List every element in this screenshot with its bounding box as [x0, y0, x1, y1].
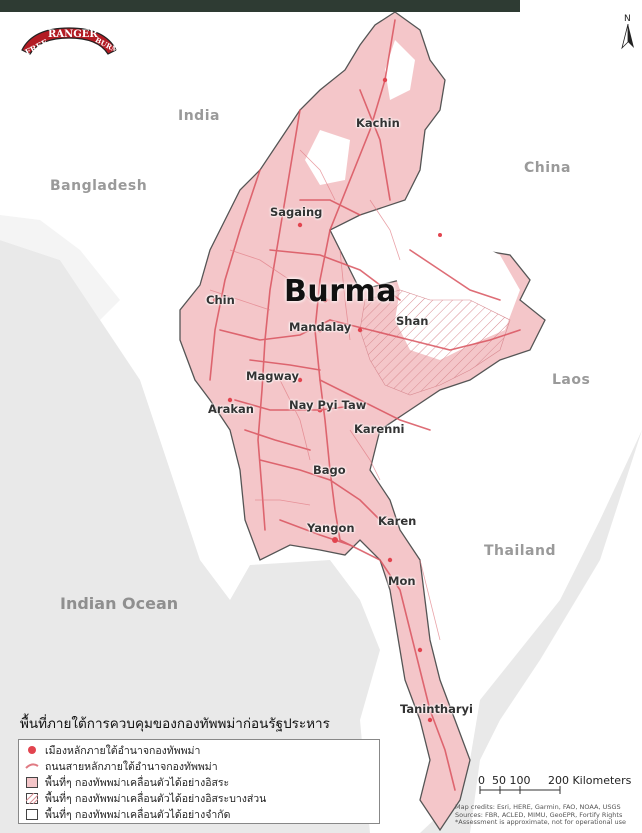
- city-dot: [332, 537, 338, 543]
- label-burma: Burma: [284, 274, 398, 309]
- city-dot: [213, 298, 217, 302]
- shan-partial-area: [359, 289, 511, 396]
- legend-item-partial: พื้นที่ๆ กองทัพพม่าเคลื่อนตัวได้อย่างอิส…: [25, 790, 373, 806]
- legend-item-road: ถนนสายหลักภายใต้อำนาจกองทัพพม่า: [25, 758, 373, 774]
- top-image-strip: [0, 0, 520, 12]
- land-east: [470, 430, 642, 833]
- label-shan: Shan: [396, 314, 429, 328]
- city-dot: [438, 233, 442, 237]
- legend-label: พื้นที่ๆ กองทัพพม่าเคลื่อนตัวได้อย่างจำก…: [45, 808, 231, 821]
- label-mandalay: Mandalay: [289, 320, 352, 334]
- city-dot: [227, 397, 233, 403]
- label-bago: Bago: [313, 463, 346, 477]
- roads-minor: [209, 149, 441, 641]
- road-line-icon: [25, 760, 39, 772]
- label-kachin: Kachin: [356, 116, 400, 130]
- city-dot: [357, 327, 363, 333]
- scale-bar: [479, 786, 561, 794]
- city-dot: [427, 717, 433, 723]
- land-bangladesh-coast: [0, 215, 120, 320]
- city-dot: [382, 77, 388, 83]
- credit-line: Map credits: Esri, HERE, Garmin, FAO, NO…: [455, 804, 621, 811]
- label-thailand: Thailand: [484, 543, 556, 559]
- legend-label: ถนนสายหลักภายใต้อำนาจกองทัพพม่า: [45, 760, 218, 773]
- label-yangon: Yangon: [307, 521, 355, 535]
- north-label: N: [624, 14, 631, 24]
- label-arakan: Arakan: [208, 402, 254, 416]
- label-indian-ocean: Indian Ocean: [60, 594, 179, 613]
- legend-item-limited: พื้นที่ๆ กองทัพพม่าเคลื่อนตัวได้อย่างจำก…: [25, 806, 373, 822]
- label-sagaing: Sagaing: [270, 205, 323, 219]
- solid-fill-icon: [25, 776, 39, 788]
- legend-label: พื้นที่ๆ กองทัพพม่าเคลื่อนตัวได้อย่างอิส…: [45, 792, 267, 805]
- empty-fill-icon: [25, 808, 39, 820]
- city-dot: [327, 467, 333, 473]
- kachin-limited-area-2: [305, 130, 350, 185]
- legend-item-city: เมืองหลักภายใต้อำนาจกองทัพพม่า: [25, 742, 373, 758]
- legend: เมืองหลักภายใต้อำนาจกองทัพพม่า ถนนสายหลั…: [18, 739, 380, 824]
- scale-label: 0 50 100 200 Kilometers: [478, 774, 632, 787]
- legend-title: พื้นที่ภายใต้การควบคุมของกองทัพพม่าก่อนร…: [20, 716, 330, 732]
- city-dot-icon: [25, 744, 39, 756]
- city-dot: [417, 647, 423, 653]
- label-magway: Magway: [246, 369, 299, 383]
- cities: [213, 77, 442, 723]
- north-arrow-icon: [621, 24, 634, 50]
- logo-banner-icon: [21, 27, 117, 55]
- label-laos: Laos: [552, 372, 591, 388]
- burma-outline: [179, 11, 546, 832]
- legend-item-free: พื้นที่ๆ กองทัพพม่าเคลื่อนตัวได้อย่างอิส…: [25, 774, 373, 790]
- label-bangladesh: Bangladesh: [50, 178, 148, 194]
- map-credits: Map credits: Esri, HERE, Garmin, FAO, NO…: [455, 804, 642, 827]
- credit-line: *Assessment is approximate, not for oper…: [455, 818, 627, 826]
- city-dot: [297, 222, 303, 228]
- label-karen: Karen: [378, 514, 417, 528]
- label-chin: Chin: [206, 293, 235, 307]
- label-tanintharyi: Tanintharyi: [400, 702, 473, 716]
- label-naypyitaw: Nay Pyi Taw: [289, 398, 367, 412]
- label-china: China: [524, 160, 571, 176]
- logo-text-main: RANGER: [48, 29, 98, 40]
- label-mon: Mon: [388, 574, 416, 588]
- free-ranger-burma-logo: FREE RANGER BURMA: [18, 20, 125, 62]
- label-india: India: [178, 108, 220, 124]
- city-dot: [387, 557, 393, 563]
- label-karenni: Karenni: [354, 422, 405, 436]
- city-dot: [317, 407, 323, 413]
- kachin-limited-area: [385, 40, 415, 100]
- city-dot: [322, 297, 328, 303]
- legend-label: พื้นที่ๆ กองทัพพม่าเคลื่อนตัวได้อย่างอิส…: [45, 776, 230, 789]
- city-dot: [297, 377, 303, 383]
- credit-line: Sources: FBR, ACLED, MIMU, GeoEPR, Forti…: [455, 810, 623, 819]
- city-dot: [317, 327, 323, 333]
- hatch-fill-icon: [25, 792, 39, 804]
- north-arrow: N: [620, 14, 636, 50]
- legend-label: เมืองหลักภายใต้อำนาจกองทัพพม่า: [45, 744, 201, 757]
- roads: [209, 19, 521, 791]
